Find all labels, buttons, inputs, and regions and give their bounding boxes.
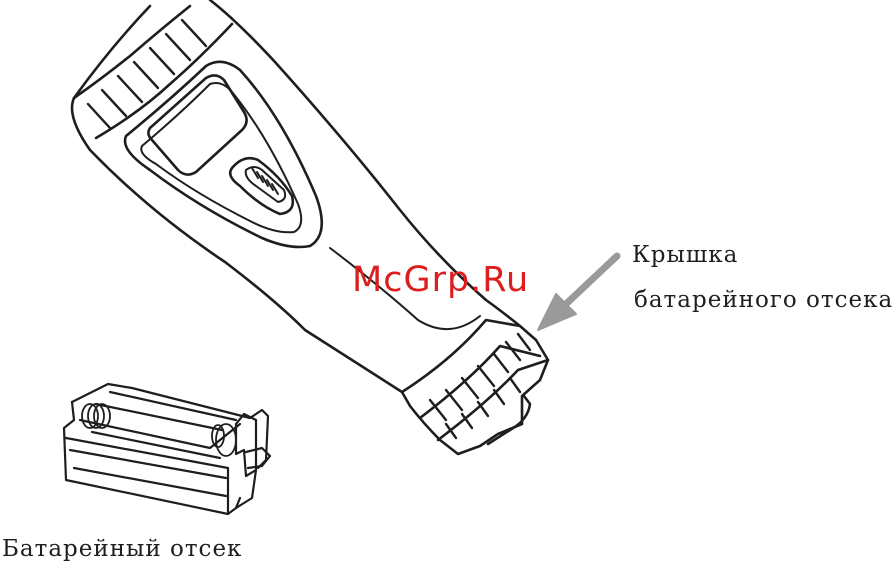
device [72,0,548,454]
slide-switch-slot [230,158,293,214]
battery-cover-band [402,320,520,392]
spring-contact-icon [82,404,110,428]
compartment-frame-left [64,402,240,514]
front-panel-inner [141,83,301,232]
battery-compartment-label: Батарейный отсек [2,538,242,561]
cover-pointer-arrow [538,256,617,330]
battery-cover-label-line1: Крышка [632,244,738,267]
compartment-front-edge2 [74,468,226,496]
front-panel [125,62,322,247]
compartment-cavity-rail [96,404,222,430]
device-body [72,0,548,454]
watermark: McGrp.Ru [352,263,529,298]
compartment-front [66,438,228,514]
head-band [74,6,190,98]
battery-cover-label-line2: батарейного отсека [634,289,893,312]
compartment-cavity-back [110,392,236,420]
head-band-inner [96,24,232,138]
arrow-shaft [566,256,617,304]
battery-compartment [64,384,270,514]
